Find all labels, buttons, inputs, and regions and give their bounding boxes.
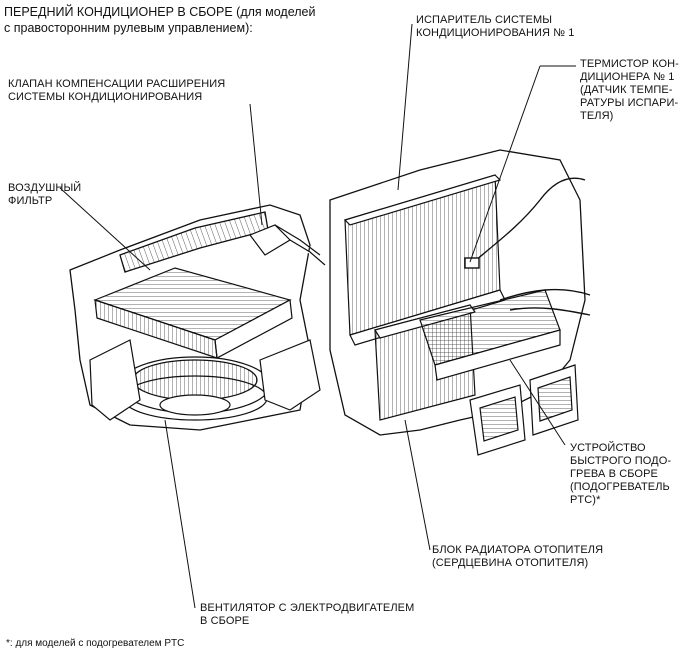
expansion-valve [249,224,326,266]
leader-lines [59,23,576,609]
label-heater-core: БЛОК РАДИАТОРА ОТОПИТЕЛЯ (СЕРДЦЕВИНА ОТО… [432,544,604,569]
label-thermistor: ТЕРМИСТОР КОН- ДИЦИОНЕРА № 1 (ДАТЧИК ТЕМ… [580,58,679,122]
label-evaporator: ИСПАРИТЕЛЬ СИСТЕМЫ КОНДИЦИОНИРОВАНИЯ № 1 [416,14,575,39]
thermistor-wires [464,177,591,316]
label-blower: ВЕНТИЛЯТОР С ЭЛЕКТРОДВИГАТЕЛЕМ В СБОРЕ [200,602,415,627]
footnote: *: для моделей с подогревателем PTC [6,638,185,649]
lower-ducting [89,339,321,421]
label-air-filter: ВОЗДУШНЫЙ ФИЛЬТР [8,182,82,207]
page-title: ПЕРЕДНИЙ КОНДИЦИОНЕР В СБОРЕ (для моделе… [4,5,316,35]
label-expansion-valve: КЛАПАН КОМПЕНСАЦИИ РАСШИРЕНИЯ СИСТЕМЫ КО… [8,78,226,103]
outlet-ducts [469,364,579,456]
label-ptc-heater: УСТРОЙСТВО БЫСТРОГО ПОДО- ГРЕВА В СБОРЕ … [570,442,672,506]
